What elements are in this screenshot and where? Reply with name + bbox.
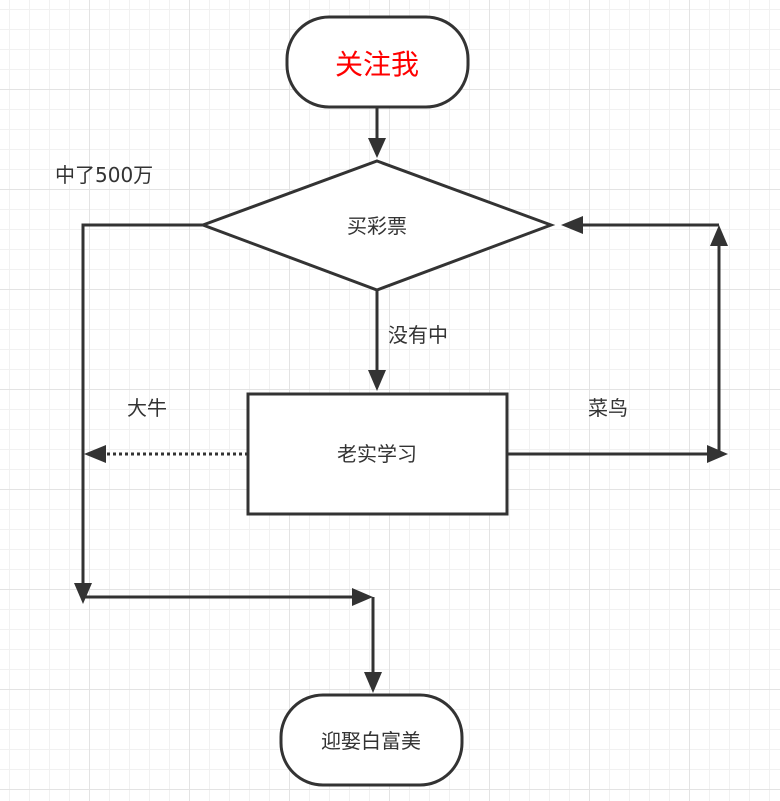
edge-label-won: 中了500万 [55,163,153,187]
end-node[interactable]: 迎娶白富美 [279,693,464,787]
edge-novice [507,216,728,463]
edge-label-expert: 大牛 [127,396,167,420]
start-node[interactable]: 关注我 [285,15,470,109]
decision-node[interactable]: 买彩票 [198,159,556,292]
end-node-label: 迎娶白富美 [321,729,421,753]
edge-to-end [364,597,382,693]
edge-won [74,223,203,604]
edge-junction-right [83,588,373,606]
edge-start-to-decision [368,108,386,158]
study-node[interactable]: 老实学习 [246,392,509,516]
edge-label-not-won: 没有中 [388,323,448,347]
edge-expert [84,445,248,463]
start-node-label: 关注我 [335,48,419,81]
edge-label-novice: 菜鸟 [588,396,628,420]
edge-not-won [368,290,386,391]
decision-node-label: 买彩票 [347,214,407,238]
study-node-label: 老实学习 [337,442,417,466]
